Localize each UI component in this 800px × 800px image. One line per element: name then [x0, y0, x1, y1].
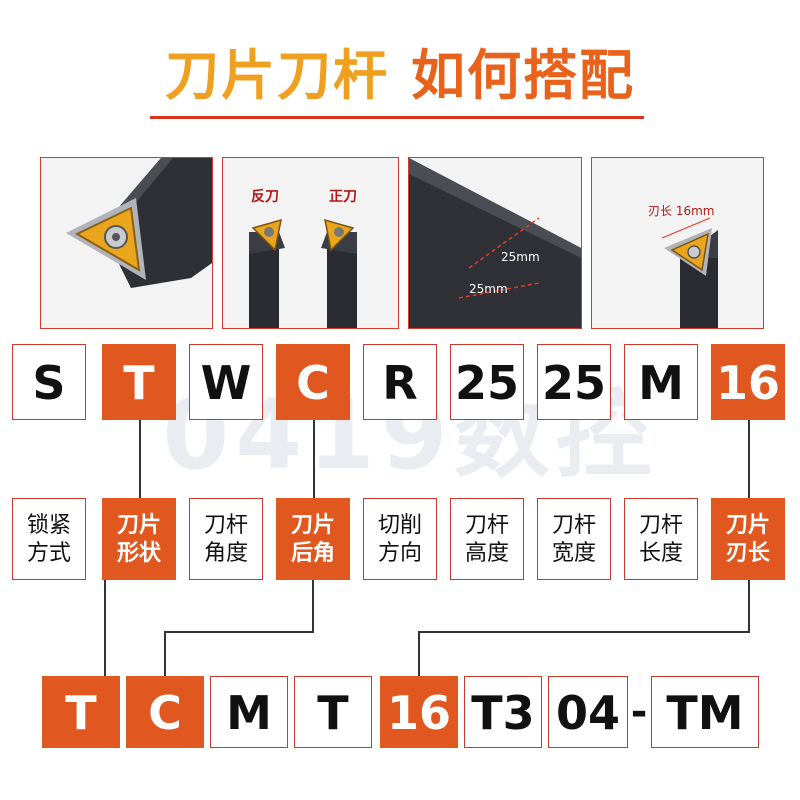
connector-line [418, 631, 420, 676]
holder-code-cell: S [12, 344, 86, 420]
reverse-holder-label: 反刀 [251, 189, 279, 205]
title-underline [150, 116, 644, 119]
description-holder-width: 刀杆宽度 [537, 498, 611, 580]
photo-edge-length: 刃长 16mm [591, 157, 764, 329]
connector-line [104, 580, 106, 676]
title-part-2: 如何搭配 [411, 44, 635, 107]
holder-code-cell: 16 [711, 344, 785, 420]
photo-insert-closeup [40, 157, 213, 329]
description-insert-clearance: 刀片后角 [276, 498, 350, 580]
title-part-1: 刀片刀杆 [165, 44, 389, 107]
insert-code-cell: 04 [548, 676, 628, 748]
edge-length-label: 刃长 16mm [648, 204, 715, 218]
description-holder-angle: 刀杆角度 [189, 498, 263, 580]
connector-line [164, 631, 314, 633]
insert-code-dash: - [630, 689, 648, 735]
holder-code-cell: 25 [537, 344, 611, 420]
insert-code-cell: T [294, 676, 372, 748]
photo-holder-direction: 反刀 正刀 [222, 157, 399, 329]
connector-line [139, 420, 141, 498]
insert-code-cell: T [42, 676, 120, 748]
insert-code-cell: C [126, 676, 204, 748]
insert-code-cell: 16 [380, 676, 458, 748]
connector-line [164, 631, 166, 676]
insert-code-cell: T3 [464, 676, 542, 748]
page-title: 刀片刀杆如何搭配 [0, 44, 800, 108]
photo-shank-dimensions: 25mm 25mm [408, 157, 582, 329]
holder-code-cell: W [189, 344, 263, 420]
description-cutting-direction: 切削方向 [363, 498, 437, 580]
description-insert-shape: 刀片形状 [102, 498, 176, 580]
holder-code-cell: 25 [450, 344, 524, 420]
connector-line [312, 580, 314, 632]
insert-code-cell: TM [651, 676, 759, 748]
dimension-width-label: 25mm [469, 282, 508, 296]
connector-line [748, 580, 750, 632]
description-lock-method: 锁紧方式 [12, 498, 86, 580]
holder-code-cell: M [624, 344, 698, 420]
description-edge-length: 刀片刃长 [711, 498, 785, 580]
description-holder-length: 刀杆长度 [624, 498, 698, 580]
forward-holder-label: 正刀 [329, 189, 357, 205]
holder-code-cell: C [276, 344, 350, 420]
connector-line [748, 420, 750, 498]
holder-code-cell: R [363, 344, 437, 420]
description-holder-height: 刀杆高度 [450, 498, 524, 580]
dimension-height-label: 25mm [501, 250, 540, 264]
connector-line [418, 631, 750, 633]
connector-line [313, 420, 315, 498]
insert-code-cell: M [210, 676, 288, 748]
holder-code-cell: T [102, 344, 176, 420]
